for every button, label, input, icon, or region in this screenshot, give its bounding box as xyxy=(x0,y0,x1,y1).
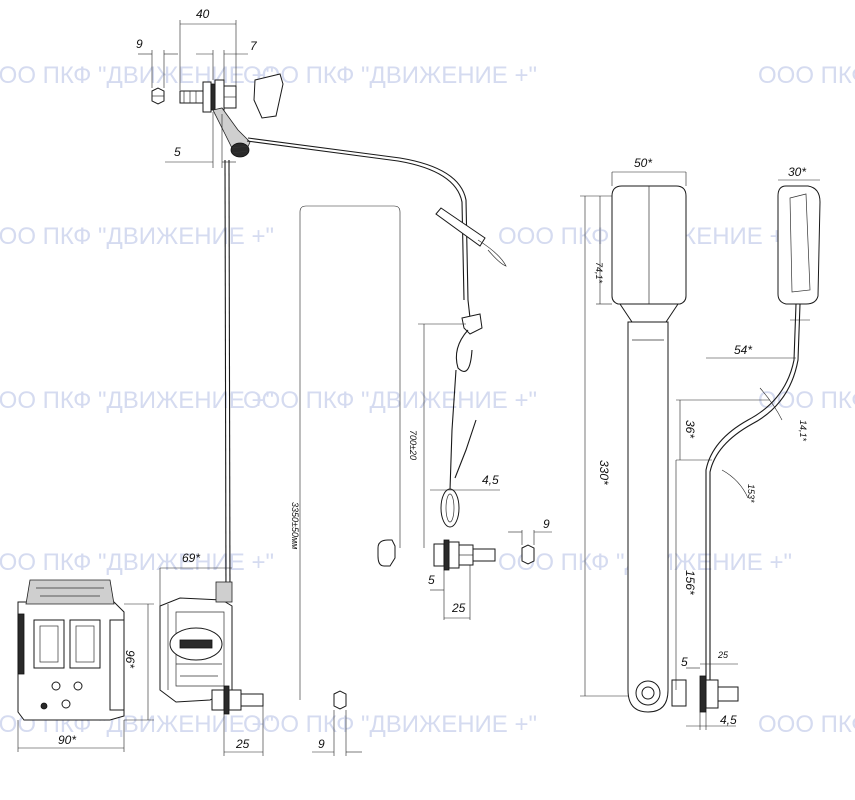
dim-74: 74,1* xyxy=(594,262,604,284)
dim-25-right: 25 xyxy=(717,650,729,660)
dim-5-right: 5 xyxy=(681,655,688,669)
dim-4-5-mid: 4,5 xyxy=(482,473,499,487)
retractor-window-left xyxy=(33,619,65,669)
dim-9-top: 9 xyxy=(136,37,143,51)
buckle-side-bolt-shank xyxy=(717,686,739,702)
dim-7: 7 xyxy=(250,39,258,53)
mid-bolt-shank xyxy=(472,548,496,562)
mid-cable xyxy=(449,369,457,491)
buckle-side-plate xyxy=(699,675,707,713)
watermark-3: ООО ПКФ "ДВИЖЕНИЕ +" xyxy=(758,62,855,89)
upper-adjuster-handle xyxy=(253,73,284,119)
mid-lower-anchor xyxy=(377,530,535,620)
watermark-13: ООО ПКФ "ДВИЖЕНИЕ +" xyxy=(758,711,855,738)
buckle-stalk xyxy=(627,321,669,713)
watermark-6: ООО ПКФ "ДВИЖЕНИЕ +" xyxy=(0,387,274,414)
retractor-top-mechanism xyxy=(25,579,115,605)
dim-69: 69* xyxy=(182,551,200,565)
mid-washer-1 xyxy=(433,543,445,567)
upper-anchor-assembly xyxy=(151,20,284,168)
dim-36: 36* xyxy=(683,420,697,438)
retractor-top-bracket xyxy=(215,581,233,603)
retractor-hole-1 xyxy=(51,681,61,691)
retractor-side-plate xyxy=(109,619,125,711)
dim-153: 153* xyxy=(746,484,756,503)
upper-guide-knob xyxy=(230,142,250,158)
dim-14: 14,1* xyxy=(798,420,808,442)
dim-50: 50* xyxy=(634,156,652,170)
watermark-4: ООО ПКФ "ДВИЖЕНИЕ +" xyxy=(0,223,274,250)
dim-4-5-right: 4,5 xyxy=(720,713,737,727)
watermark-7: ООО ПКФ "ДВИЖЕНИЕ +" xyxy=(243,387,537,414)
dim-330: 330* xyxy=(597,460,611,485)
buckle-side-bolt-head xyxy=(705,679,719,709)
dimension-lines xyxy=(17,23,820,756)
buckle-head-side xyxy=(777,185,821,305)
retractor-hole-2 xyxy=(73,681,83,691)
main-webbing-upper xyxy=(247,137,471,319)
dim-54: 54* xyxy=(734,343,752,357)
buckle-assembly xyxy=(611,185,821,713)
buckle-side-cable xyxy=(705,303,797,682)
mid-anchor-plate xyxy=(443,539,450,571)
retractor-hole-4 xyxy=(40,702,48,710)
tongue-plate xyxy=(435,207,486,247)
retractor-hole-3 xyxy=(61,699,71,709)
mid-loose-nut xyxy=(521,544,535,565)
dimension-labels: 40 9 7 5 50* 30* 74,1* 330* 54* 36* 14,1… xyxy=(58,7,808,751)
retractor-side-rail xyxy=(17,613,25,675)
retractor-spool-slot xyxy=(179,639,213,649)
watermark-9: ООО ПКФ "ДВИЖЕНИЕ +" xyxy=(0,549,274,576)
retractor-bolt-head xyxy=(228,689,242,711)
tongue-assembly xyxy=(435,207,507,528)
watermark-2: ООО ПКФ "ДВИЖЕНИЕ +" xyxy=(243,62,537,89)
retractor-washer xyxy=(211,689,225,711)
upper-washer-1 xyxy=(202,81,212,113)
upper-anchor-plate xyxy=(210,83,216,111)
mid-plug-cap xyxy=(377,539,396,567)
buckle-neck xyxy=(619,303,679,323)
retractor-loose-nut xyxy=(333,690,347,710)
watermark-12: ООО ПКФ "ДВИЖЕНИЕ +" xyxy=(243,711,537,738)
cable-loop-eye xyxy=(440,488,460,528)
mid-washer-2 xyxy=(448,541,460,569)
retractor-assembly xyxy=(17,579,347,721)
dim-90: 90* xyxy=(58,733,76,747)
dim-40: 40 xyxy=(196,7,210,21)
dim-700: 700±20 xyxy=(408,430,418,460)
retractor-bolt-shank xyxy=(240,693,264,707)
watermark-1: ООО ПКФ "ДВИЖЕНИЕ +" xyxy=(0,62,274,89)
buckle-eye-inner xyxy=(641,686,655,700)
dim-9-bottom: 9 xyxy=(318,737,325,751)
webbing-path xyxy=(224,137,471,601)
retractor-window-right xyxy=(69,619,101,669)
main-webbing-vertical xyxy=(224,159,227,601)
retractor-plate xyxy=(223,685,230,715)
dim-25-bottom: 25 xyxy=(235,737,250,751)
dim-25-mid: 25 xyxy=(451,601,466,615)
dim-30: 30* xyxy=(788,165,806,179)
dim-3350: 3350±50мм xyxy=(290,502,300,549)
webbing-pulley xyxy=(461,313,483,335)
buckle-side-washer xyxy=(671,679,687,707)
dim-5-mid: 5 xyxy=(428,573,435,587)
dim-96: 96* xyxy=(123,650,137,668)
dim-5-top: 5 xyxy=(174,145,181,159)
dim-156: 156* xyxy=(683,570,697,595)
dim-9-mid: 9 xyxy=(543,517,550,531)
